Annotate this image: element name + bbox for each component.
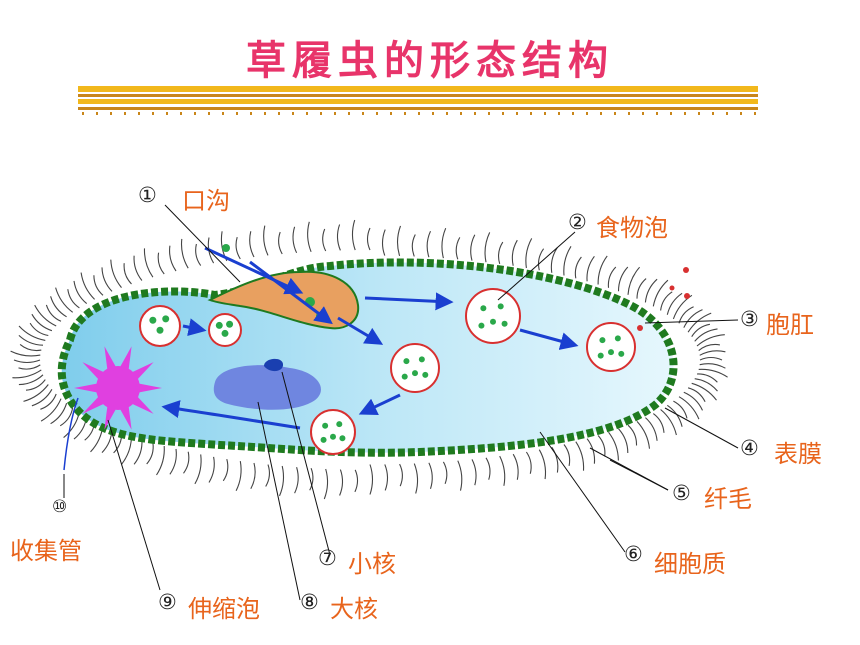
contractile-vacuole <box>74 346 162 430</box>
label-10-number: ⑩ <box>52 497 68 517</box>
label-4-number: ④ <box>740 436 759 460</box>
label-7-number: ⑦ <box>318 546 337 570</box>
food-vacuole <box>586 322 636 372</box>
label-cytoplasm: 细胞质 <box>654 550 726 578</box>
food-vacuole <box>465 288 521 344</box>
cell-body-cytoplasm <box>57 258 678 457</box>
food-vacuole <box>310 409 356 455</box>
label-6-number: ⑥ <box>624 542 643 566</box>
leader-lines <box>63 204 739 601</box>
label-collecting-canal: 收集管 <box>10 537 82 565</box>
label-food-vacuole: 食物泡 <box>596 214 668 242</box>
decorative-band <box>78 86 758 115</box>
label-contractile-vacuole: 伸缩泡 <box>188 595 260 623</box>
expelled-waste <box>637 267 690 331</box>
label-pellicle: 表膜 <box>774 440 822 468</box>
food-vacuole <box>390 343 440 393</box>
label-3-number: ③ <box>740 307 759 331</box>
micronucleus <box>264 358 284 372</box>
label-oral-groove: 口沟 <box>182 187 230 215</box>
food-particle <box>222 244 230 252</box>
cilia <box>10 219 728 500</box>
food-vacuole <box>208 313 242 347</box>
macronucleus <box>213 365 321 410</box>
label-anal-pore: 胞肛 <box>766 311 814 339</box>
label-macronucleus: 大核 <box>330 595 378 623</box>
label-1-number: ① <box>138 183 157 207</box>
label-9-number: ⑨ <box>158 590 177 614</box>
label-8-number: ⑧ <box>300 590 319 614</box>
label-5-number: ⑤ <box>672 481 691 505</box>
cytoplasm-flow-arrows <box>161 246 579 430</box>
page-title: 草履虫的形态结构 <box>246 37 614 84</box>
label-2-number: ② <box>568 210 587 234</box>
food-vacuole <box>139 305 181 347</box>
label-cilia: 纤毛 <box>704 485 752 513</box>
label-micronucleus: 小核 <box>348 550 396 578</box>
collecting-canal <box>63 397 79 471</box>
